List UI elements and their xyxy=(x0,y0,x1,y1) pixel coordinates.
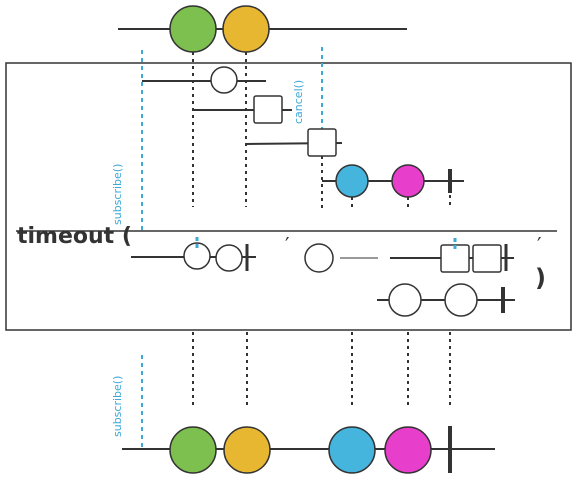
closing-paren: ) xyxy=(535,264,546,292)
arg2-circle xyxy=(304,243,334,273)
subscribe-label-lower: subscribe() xyxy=(111,376,124,437)
fallback-marble-magenta xyxy=(391,164,425,198)
source-marble-green xyxy=(169,5,217,53)
output-marble-magenta xyxy=(384,426,432,474)
arg-separator-2: ′ xyxy=(537,233,542,257)
arg3-circle-1 xyxy=(388,283,422,317)
operator-name: timeout ( xyxy=(17,224,132,249)
arg-separator-1: ′ xyxy=(285,233,290,257)
output-marble-yellow xyxy=(223,426,271,474)
subscribe-label-upper: subscribe() xyxy=(111,164,124,225)
arg2-square-1 xyxy=(440,244,470,273)
inner-timeout-square-2 xyxy=(307,128,337,157)
inner-timeout-circle-1 xyxy=(210,66,238,94)
arg1-circle-2 xyxy=(215,244,243,272)
output-marble-blue xyxy=(328,426,376,474)
inner-timeout-square-1 xyxy=(253,95,283,124)
cancel-label: cancel() xyxy=(292,80,305,124)
operator-box xyxy=(5,62,572,331)
fallback-marble-blue xyxy=(335,164,369,198)
source-marble-yellow xyxy=(222,5,270,53)
output-marble-green xyxy=(169,426,217,474)
arg1-circle-1 xyxy=(183,242,211,270)
arg3-circle-2 xyxy=(444,283,478,317)
arg2-square-2 xyxy=(472,244,502,273)
